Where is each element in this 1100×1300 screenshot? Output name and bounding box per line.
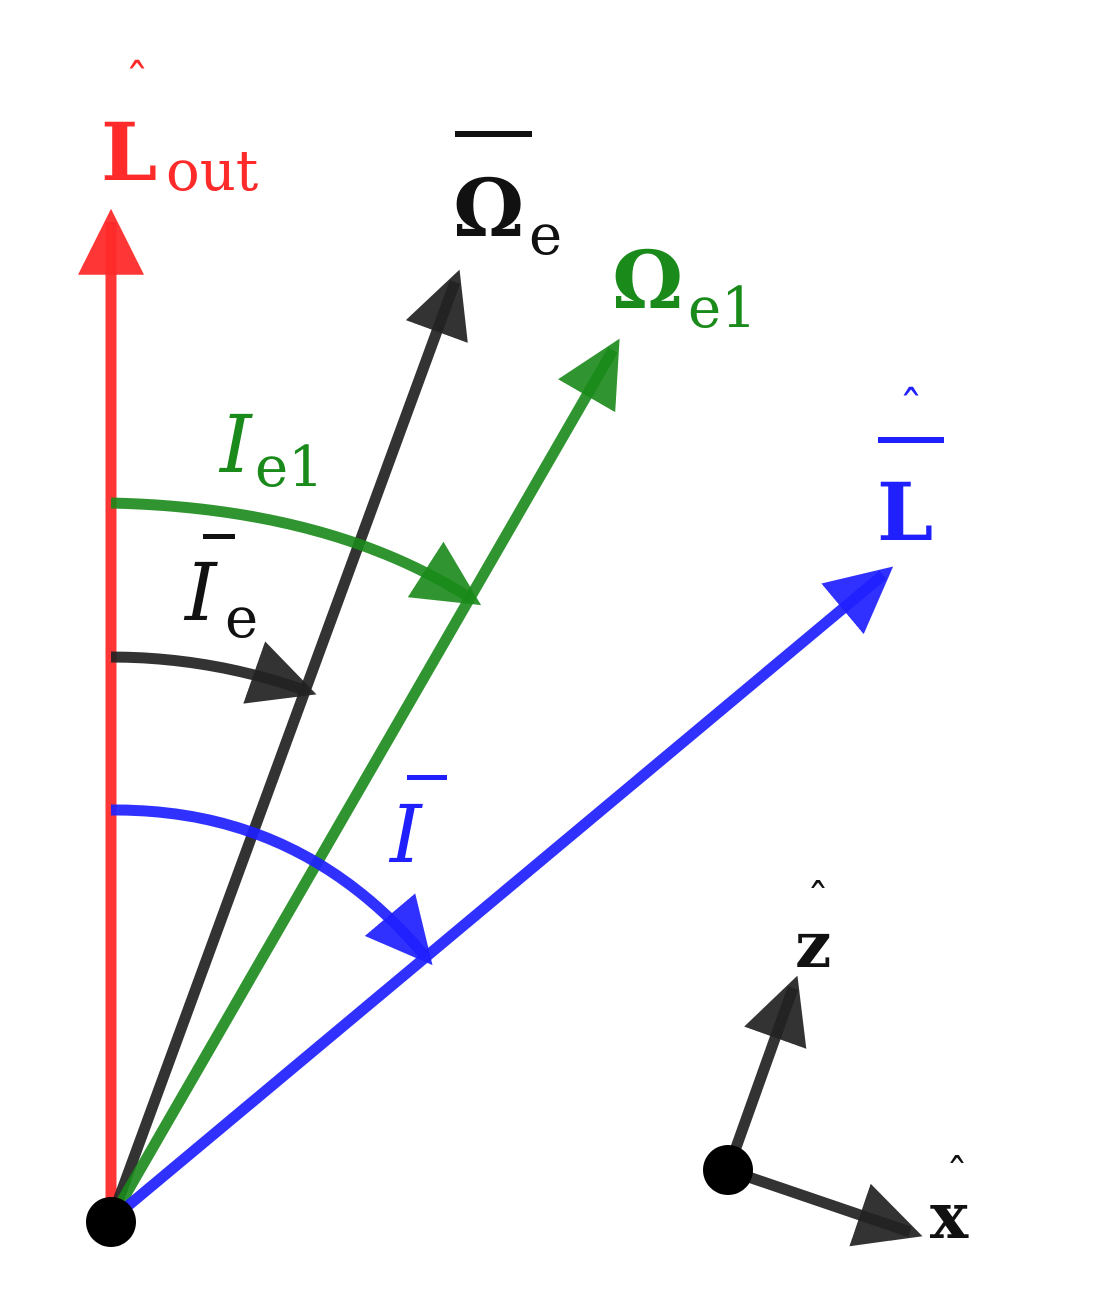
- i-e-bar-angle-arc: [110, 641, 317, 704]
- omega-e1-vector: [106, 338, 620, 1223]
- overbar: [878, 437, 944, 443]
- svg-text:e1: e1: [688, 276, 757, 341]
- label-omega-e1: Ω e1: [612, 233, 757, 341]
- label-i-e-bar: I e: [183, 534, 258, 651]
- x-axis-arrow: [726, 1164, 923, 1247]
- svg-text:e: e: [225, 586, 258, 651]
- label-x-hat: ˆ x: [930, 1150, 969, 1254]
- label-z-hat: ˆ z: [795, 875, 831, 983]
- omega-e-bar-vector: [105, 269, 468, 1222]
- hat-mark: ˆ: [125, 54, 149, 110]
- label-i-bar: I: [388, 775, 447, 881]
- z-axis-arrow: [722, 975, 807, 1172]
- svg-text:Ω: Ω: [612, 233, 683, 327]
- svg-text:I: I: [183, 546, 218, 639]
- svg-text:x: x: [930, 1179, 969, 1254]
- i-bar-angle-arc: [110, 804, 433, 966]
- label-i-e1: I e1: [218, 398, 324, 500]
- overbar: [455, 131, 532, 137]
- overbar: [203, 534, 235, 539]
- svg-text:Ω: Ω: [453, 161, 524, 255]
- i-e1-angle-arc: [110, 497, 482, 606]
- svg-text:I: I: [388, 788, 423, 881]
- svg-text:I: I: [218, 398, 253, 491]
- hat-mark: ˆ: [899, 381, 923, 437]
- svg-text:out: out: [166, 139, 259, 204]
- origin-dot: [86, 1197, 136, 1247]
- frame-origin-dot: [703, 1145, 753, 1195]
- svg-text:z: z: [795, 908, 831, 983]
- svg-text:L: L: [101, 105, 157, 199]
- overbar: [407, 775, 447, 780]
- hat-mark: ˆ: [946, 1150, 968, 1201]
- hat-mark: ˆ: [807, 875, 829, 926]
- l-bar-vector: [107, 566, 894, 1225]
- label-omega-e-bar: Ω e: [453, 131, 562, 268]
- svg-text:e1: e1: [255, 435, 324, 500]
- svg-text:L: L: [877, 465, 933, 559]
- svg-text:e: e: [529, 203, 562, 268]
- label-l-out: ˆ L out: [101, 54, 259, 204]
- label-l-hat-bar: ˆ L: [877, 381, 944, 559]
